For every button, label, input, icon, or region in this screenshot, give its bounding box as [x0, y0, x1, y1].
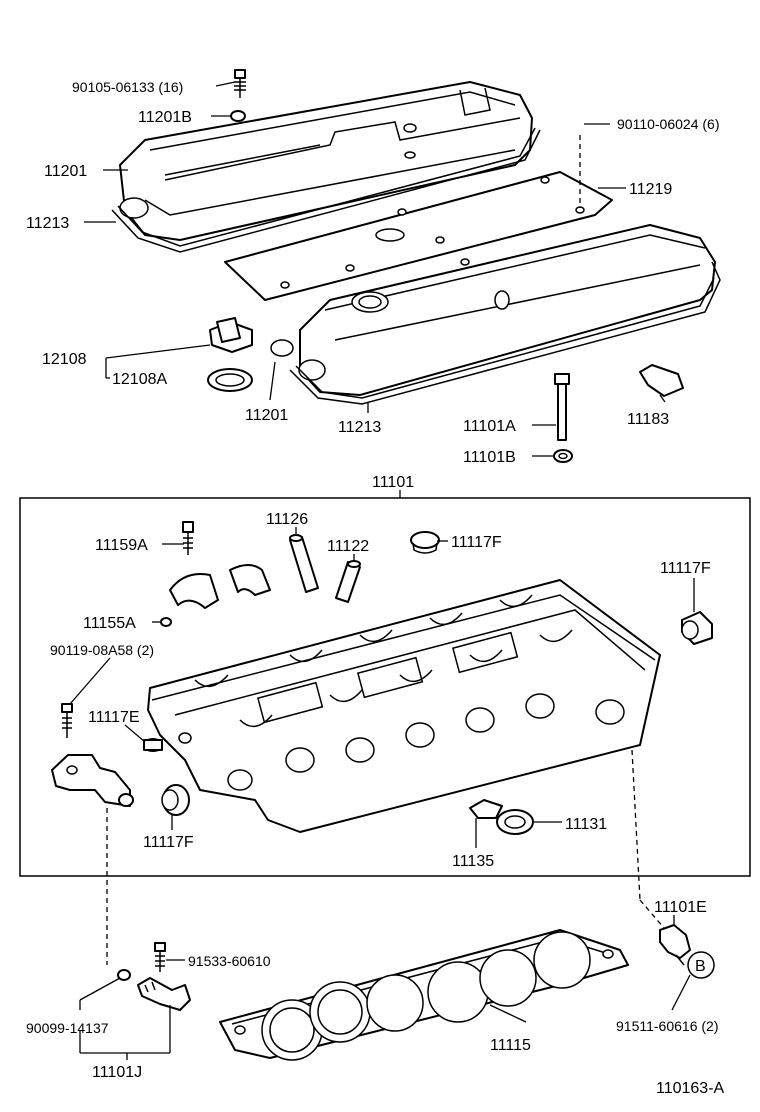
plug-11117F-top	[410, 531, 440, 554]
label-12108A: 12108A	[112, 371, 167, 388]
plug-11117F-right	[681, 611, 713, 645]
bolt-11101A	[554, 373, 570, 441]
seal-11131	[496, 809, 534, 835]
head-cover-gasket-upper	[111, 127, 541, 253]
figure-code: 110163-A	[656, 1080, 725, 1097]
oil-filler-cap-gasket-12108A	[207, 368, 253, 392]
label-11213-top: 11213	[26, 215, 69, 232]
label-11101E: 11101E	[654, 899, 707, 916]
label-91533-60610: 91533-60610	[188, 953, 271, 969]
label-11101B: 11101B	[463, 449, 516, 466]
label-11117E: 11117E	[88, 709, 140, 726]
o-ring-90099-14137	[117, 969, 131, 981]
sensor-11101E	[659, 924, 691, 966]
callout-b-letter: B	[695, 958, 706, 975]
sensor-bracket	[51, 754, 134, 807]
oil-filler-cap-12108	[209, 317, 253, 353]
label-90110-06024: 90110-06024 (6)	[617, 116, 719, 132]
label-11131: 11131	[565, 816, 607, 833]
spacer-11135	[469, 799, 503, 819]
label-90119-08A58: 90119-08A58 (2)	[50, 642, 154, 658]
cylinder-head-assembly-frame	[19, 497, 751, 877]
label-11201-bottom: 11201	[245, 407, 288, 424]
cylinder-head-gasket-11115	[219, 929, 629, 1061]
label-11219: 11219	[629, 181, 672, 198]
bolt-91533-60610	[154, 942, 166, 972]
label-11101A: 11101A	[463, 418, 516, 435]
label-11155A: 11155A	[83, 615, 136, 632]
callout-circle-b	[687, 951, 715, 979]
label-90099-14137: 90099-14137	[26, 1020, 109, 1036]
label-11213-bottom: 11213	[338, 419, 381, 436]
label-11117F-left: 11117F	[143, 834, 194, 851]
label-11115: 11115	[490, 1037, 531, 1054]
leader-lines	[69, 81, 695, 1060]
label-91511-60616: 91511-60616 (2)	[616, 1018, 718, 1034]
label-11201-top: 11201	[44, 163, 87, 180]
label-11126: 11126	[266, 511, 308, 528]
grommet-11201B	[230, 110, 246, 122]
cylinder-head-cover-lower	[298, 224, 716, 396]
seal-11183	[639, 364, 684, 397]
label-90105-06133: 90105-06133 (16)	[72, 79, 183, 95]
label-11117F-right: 11117F	[660, 560, 711, 577]
camshaft-bearing-cap-left	[169, 573, 219, 609]
label-11183: 11183	[627, 411, 669, 428]
head-cover-gasket-lower	[270, 261, 721, 405]
label-11101: 11101	[372, 474, 414, 491]
valve-guide-11126	[289, 534, 319, 593]
label-11159A: 11159A	[95, 537, 148, 554]
bolt-90105-06133	[234, 69, 246, 98]
cylinder-head-cover-upper	[119, 81, 533, 241]
label-11135: 11135	[452, 853, 494, 870]
valve-guide-11122	[335, 560, 361, 603]
plug-11117F-left	[161, 784, 190, 816]
bolt-11159A	[182, 521, 194, 555]
label-11117F-top: 11117F	[451, 534, 502, 551]
head-cover-plate-11219	[224, 171, 613, 301]
label-11122: 11122	[327, 538, 369, 555]
label-12108: 12108	[42, 351, 87, 368]
washer-11101B	[553, 449, 573, 463]
plug-11117E	[143, 738, 163, 752]
label-11201B: 11201B	[138, 109, 192, 126]
camshaft-bearing-cap-right	[229, 564, 271, 596]
label-11101J: 11101J	[92, 1064, 142, 1081]
sensor-11101J	[137, 977, 191, 1011]
bolt-90119-08A58	[61, 703, 73, 738]
pin-11155A	[160, 617, 172, 627]
cylinder-head-11101	[147, 579, 661, 833]
